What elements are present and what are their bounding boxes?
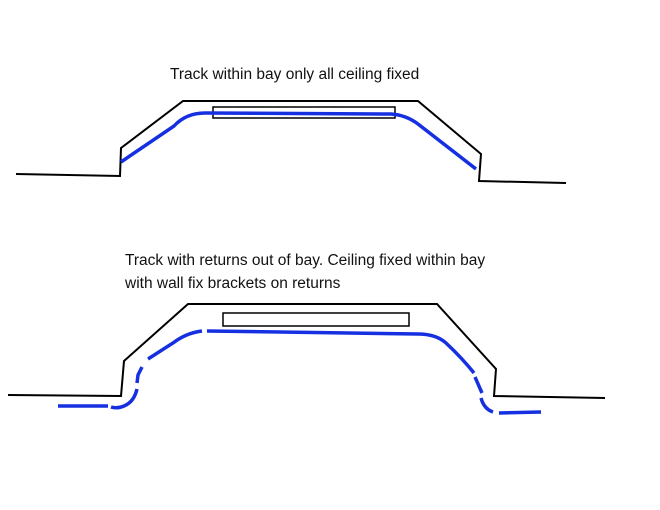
diagram1-group	[15, 100, 567, 184]
diagram1-bay-outline	[15, 100, 567, 184]
diagram2-bay-outline	[7, 303, 606, 399]
diagram2-track-ceiling-section	[206, 329, 476, 375]
diagram2-group	[7, 303, 606, 415]
diagram2-ceiling-fitting	[222, 312, 410, 327]
diagram2-track-left-angle	[147, 329, 203, 361]
diagram2-track-left-return-upper	[135, 366, 144, 384]
caption-track-within-bay: Track within bay only all ceiling fixed	[170, 66, 420, 83]
diagram2-track-right-return-upper	[473, 376, 484, 394]
diagram2-track-right-return-straight	[498, 410, 542, 415]
diagram2-track-right-return-curve	[479, 397, 494, 414]
diagram2-track-left-return-curve	[110, 388, 139, 410]
diagram1-track	[120, 111, 478, 171]
caption-track-with-returns-line2: with wall fix brackets on returns	[125, 275, 341, 292]
caption-track-with-returns-line1: Track with returns out of bay. Ceiling f…	[125, 252, 486, 269]
